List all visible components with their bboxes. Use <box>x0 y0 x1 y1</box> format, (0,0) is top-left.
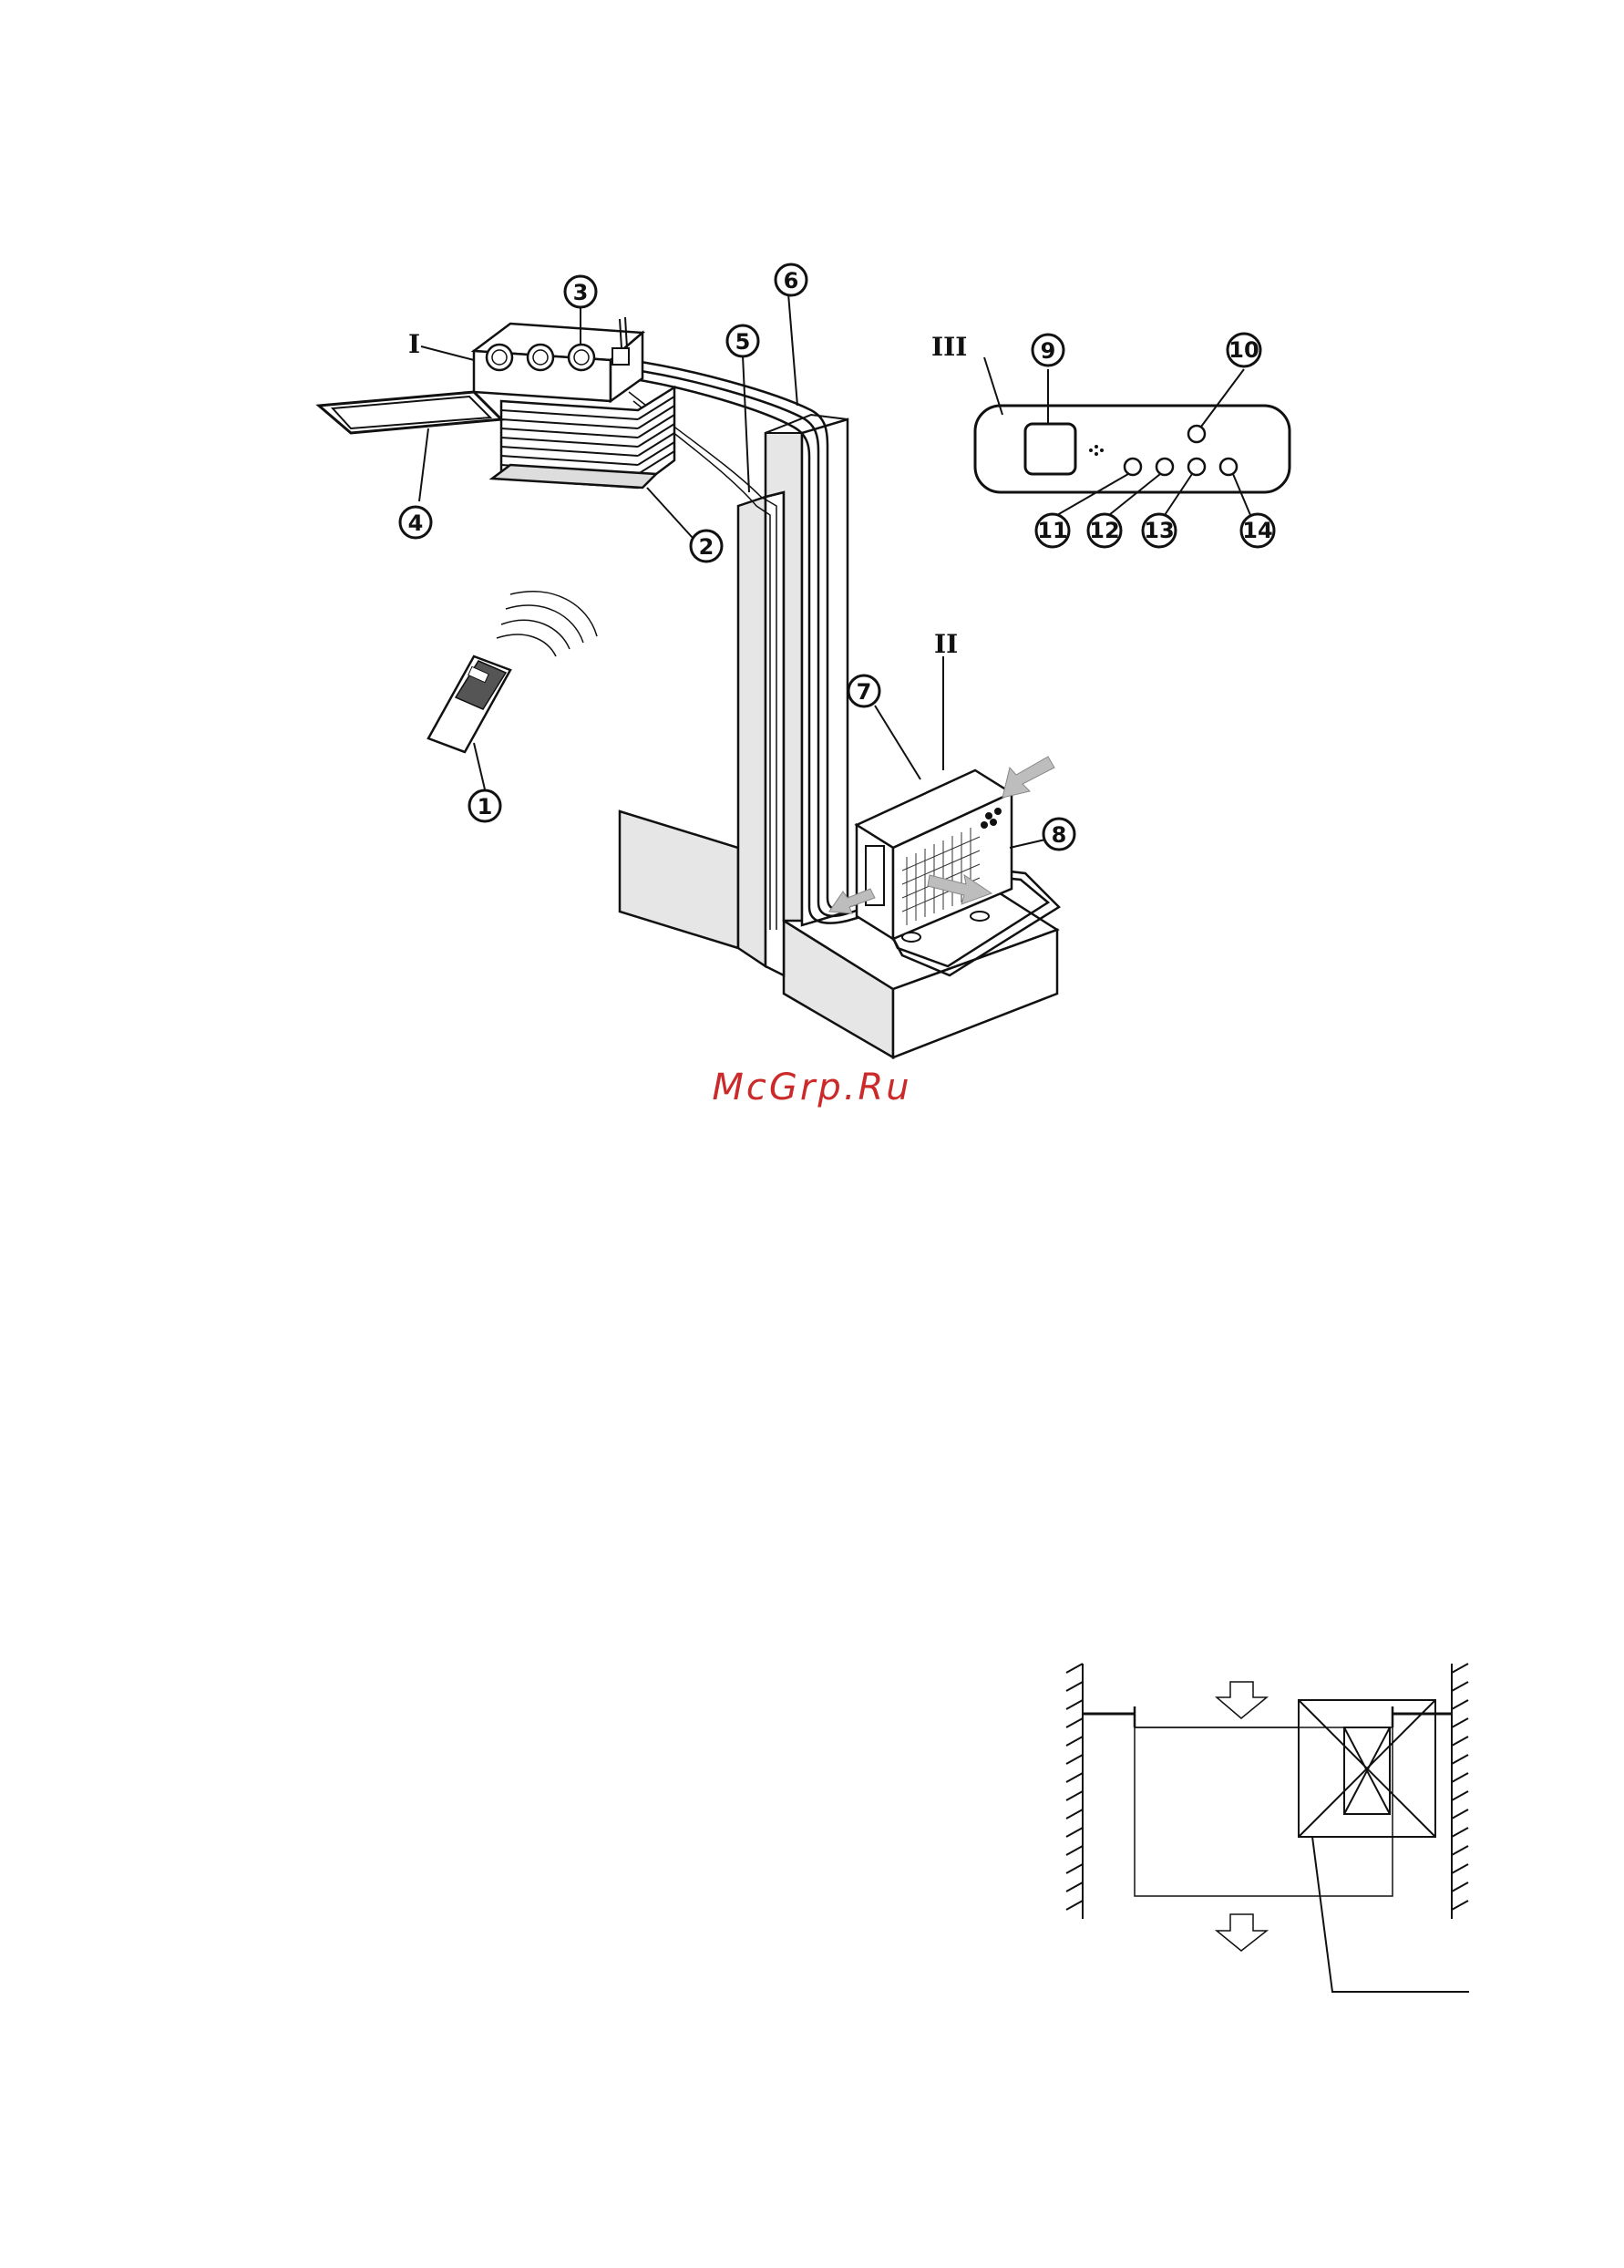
plan-leader <box>1312 1837 1469 1992</box>
ceiling-lines <box>1083 1706 1452 1727</box>
airflow-arrow-top <box>1217 1682 1267 1718</box>
airflow-arrow-bottom <box>1217 1914 1267 1951</box>
left-wall-hatch <box>1066 1664 1083 1919</box>
room-outline <box>1135 1727 1393 1896</box>
right-wall-hatch <box>1452 1664 1468 1919</box>
unit-outline <box>1299 1700 1435 1837</box>
